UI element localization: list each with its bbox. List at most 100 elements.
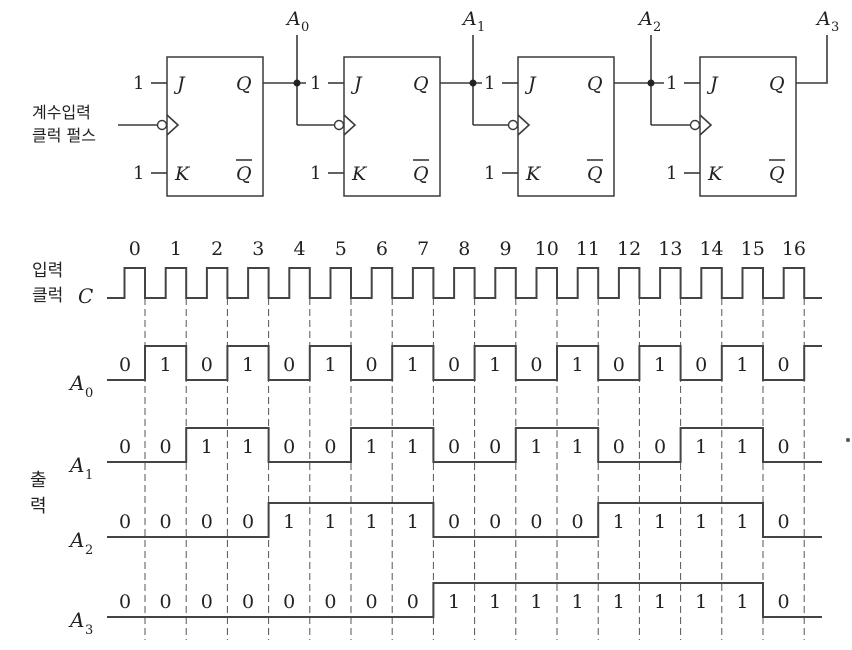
waveform-state-value: 1: [736, 354, 748, 376]
waveform-state-value: 0: [119, 436, 131, 458]
clock-pulse-number: 13: [658, 238, 682, 260]
flip-flop-0-j-label: J: [173, 73, 186, 95]
flip-flop-3-k-const: 1: [666, 163, 677, 184]
clock-pulse-number: 7: [417, 238, 429, 260]
flip-flop-0-body: [166, 56, 264, 197]
flip-flop-3-clock-bubble: [689, 119, 701, 131]
input-label-line2: 클럭 펄스: [32, 126, 96, 145]
waveform-state-value: 0: [778, 354, 790, 376]
output-label-a0: A 0: [285, 8, 309, 35]
waveform-state-value: 1: [736, 436, 748, 458]
waveform-state-value: 0: [654, 436, 666, 458]
waveform-label-subscript: 2: [85, 543, 93, 558]
waveform-state-value: 1: [572, 591, 584, 613]
flip-flop-3-k-label: K: [707, 163, 724, 185]
waveform-state-value: 1: [283, 511, 295, 533]
flip-flop-2-clock-triangle: [517, 114, 531, 136]
waveform-state-value: 0: [160, 436, 172, 458]
flip-flop-1-clock-bubble: [333, 119, 345, 131]
waveform-state-value: 1: [366, 436, 378, 458]
input-label-line1: 계수입력: [32, 103, 91, 122]
output-label-a1: A 1: [461, 8, 485, 35]
waveform-state-value: 1: [695, 591, 707, 613]
flip-flop-2-k-label: K: [525, 163, 542, 185]
waveform-state-value: 1: [654, 511, 666, 533]
waveform-state-value: 1: [407, 354, 419, 376]
waveform-label-subscript: 0: [85, 386, 93, 401]
flip-flop-2: 1 1 J K Q Q: [484, 56, 615, 197]
waveform-state-value: 0: [119, 591, 131, 613]
waveform-state-value: 0: [242, 591, 254, 613]
flip-flop-3-j-label: J: [706, 73, 719, 95]
stray-dot: [846, 438, 850, 442]
waveform-state-value: 1: [366, 511, 378, 533]
clock-pulse-number: 2: [211, 238, 223, 260]
flip-flop-0-j-const: 1: [133, 73, 144, 94]
flip-flop-1-j-label: J: [350, 73, 363, 95]
flip-flop-0: 1 1 J K Q Q: [133, 56, 264, 197]
flip-flop-1-j-const: 1: [310, 73, 321, 94]
svg-text:3: 3: [831, 20, 839, 35]
svg-text:1: 1: [477, 20, 485, 35]
flip-flop-0-k-const: 1: [133, 163, 144, 184]
waveform-state-value: 1: [489, 591, 501, 613]
waveform-state-value: 1: [530, 436, 542, 458]
waveform-state-value: 1: [736, 511, 748, 533]
waveform-label: A: [68, 608, 84, 632]
svg-text:A: A: [815, 8, 831, 30]
waveform-state-value: 1: [613, 511, 625, 533]
clock-pulse-number: 3: [252, 238, 264, 260]
clock-pulse-number: 1: [170, 238, 182, 260]
flip-flop-1: 1 1 J K Q Q: [310, 56, 441, 197]
waveform-state-value: 1: [489, 354, 501, 376]
waveform-state-value: 1: [654, 591, 666, 613]
waveform-state-value: 0: [778, 591, 790, 613]
waveform-state-value: 0: [489, 511, 501, 533]
waveform-label: A: [68, 528, 84, 552]
waveform-state-value: 1: [695, 511, 707, 533]
waveform-state-value: 0: [448, 436, 460, 458]
waveform-state-value: 1: [572, 354, 584, 376]
clock-pulse-number: 10: [535, 238, 559, 260]
waveform-state-value: 1: [407, 436, 419, 458]
flip-flop-2-j-const: 1: [484, 73, 495, 94]
output-group-label-line1: 출: [30, 470, 47, 491]
flip-flop-1-q-label: Q: [413, 73, 429, 95]
waveform-label: A: [68, 453, 84, 477]
waveform-state-value: 1: [613, 591, 625, 613]
clock-pulse-number: 9: [500, 238, 512, 260]
waveform-path: [107, 427, 822, 463]
waveform-state-value: 0: [778, 511, 790, 533]
a1-junction-dot: [469, 79, 477, 87]
flip-flop-2-body: [517, 56, 615, 197]
flip-flop-0-clock-triangle: [166, 114, 180, 136]
a3-output-wire: [796, 35, 828, 84]
waveform-state-value: 0: [160, 591, 172, 613]
waveform-state-value: 0: [530, 511, 542, 533]
waveform-state-value: 1: [242, 354, 254, 376]
clock-pulse-number: 0: [129, 238, 141, 260]
a0-junction-dot: [293, 79, 301, 87]
clock-waveform: [107, 267, 822, 299]
waveform-state-value: 0: [695, 354, 707, 376]
ripple-counter-circuit: 계수입력 클럭 펄스 1 1 J K Q Q 1 1 J: [32, 8, 839, 197]
flip-flop-0-q-label: Q: [236, 73, 252, 95]
waveform-state-value: 0: [613, 436, 625, 458]
waveform-state-value: 1: [201, 436, 213, 458]
svg-text:A: A: [637, 8, 653, 30]
svg-text:A: A: [285, 8, 301, 30]
waveform-state-value: 0: [201, 354, 213, 376]
waveform-state-value: 0: [201, 591, 213, 613]
waveform-state-value: 0: [407, 591, 419, 613]
waveform-state-value: 1: [407, 511, 419, 533]
clock-pulse-number: 5: [335, 238, 347, 260]
waveform-state-value: 0: [613, 354, 625, 376]
flip-flop-2-k-const: 1: [484, 163, 495, 184]
